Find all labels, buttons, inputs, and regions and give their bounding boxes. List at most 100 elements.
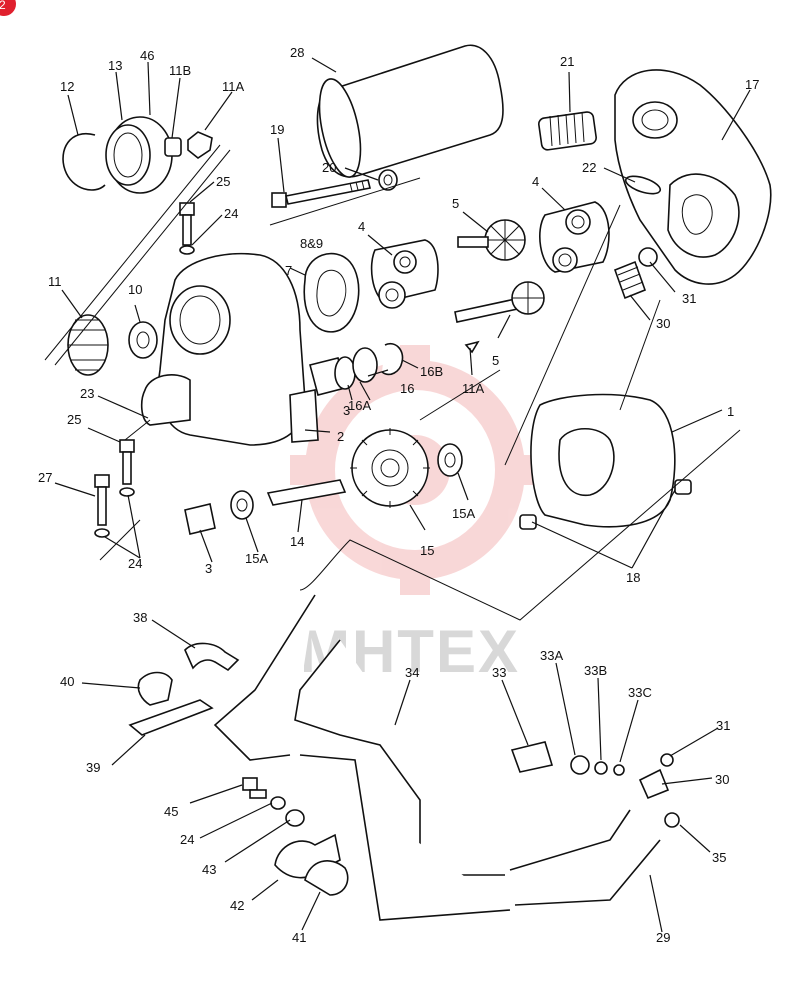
pin-18b: [519, 514, 537, 530]
key-11a-small: [464, 340, 480, 354]
label-11: 11: [48, 274, 62, 289]
fitting-33: [510, 741, 625, 776]
label-42: 42: [230, 898, 244, 913]
label-15: 15: [420, 543, 434, 558]
corner-badge: [0, 0, 16, 16]
label-30-top: 30: [656, 316, 670, 331]
axis-line-left: [44, 144, 231, 366]
idler-gear-15: [350, 428, 430, 508]
oil-tubes: [213, 594, 661, 921]
pin-18a: [674, 479, 692, 495]
label-38: 38: [133, 610, 147, 625]
clamp-38: [184, 642, 240, 672]
washer-15a-left: [230, 490, 254, 520]
washer-20: [378, 169, 398, 191]
shaft-14: [266, 479, 347, 506]
drive-gear-11: [67, 314, 109, 376]
bushing-3-lower: [184, 503, 216, 535]
label-10: 10: [128, 282, 142, 297]
bushing-block-4a: [370, 239, 439, 309]
label-11a: 11A: [222, 79, 244, 94]
pump-gear-5a: [457, 219, 526, 261]
label-35: 35: [712, 850, 726, 865]
axis-line-bolts: [99, 419, 151, 561]
label-40: 40: [60, 674, 74, 689]
gasket-7: [303, 252, 360, 333]
label-27: 27: [38, 470, 52, 485]
bolt-27: [94, 474, 110, 488]
bushing-block-4b: [539, 201, 610, 273]
label-21: 21: [560, 54, 574, 69]
axis-lines-center: [269, 177, 661, 466]
label-4-right: 4: [532, 174, 539, 189]
label-29: 29: [656, 930, 670, 945]
label-33: 33: [492, 665, 506, 680]
label-22: 22: [582, 160, 596, 175]
label-5-lower: 5: [492, 353, 499, 368]
label-16: 16: [400, 381, 414, 396]
label-5-top: 5: [452, 196, 459, 211]
label-30-lower: 30: [715, 772, 729, 787]
label-45: 45: [164, 804, 178, 819]
fitting-30-lower: [638, 753, 680, 828]
label-33b: 33B: [584, 663, 607, 678]
threaded-nipple: [538, 111, 597, 151]
label-14: 14: [290, 534, 304, 549]
label-20: 20: [322, 160, 336, 175]
label-12: 12: [60, 79, 74, 94]
label-31-lower: 31: [716, 718, 730, 733]
label-15a-right: 15A: [452, 506, 475, 521]
pump-front-body: [140, 252, 319, 446]
fitting-30-top: [613, 247, 658, 300]
label-1: 1: [727, 404, 734, 419]
bearing-10: [128, 321, 158, 359]
clamp-40: [137, 671, 173, 706]
bolt-25-lower: [119, 439, 135, 453]
label-39: 39: [86, 760, 100, 775]
seal-16-group: [309, 343, 404, 396]
nut-11b: [164, 137, 182, 157]
label-16a: 16A: [348, 398, 371, 413]
label-46: 46: [140, 48, 154, 63]
bracket-39: [128, 699, 214, 736]
label-34: 34: [405, 665, 419, 680]
lockwasher-24c: [94, 528, 110, 538]
label-11a-lower: 11A: [462, 381, 484, 396]
filter-canister: [316, 44, 504, 178]
label-3-lower: 3: [205, 561, 212, 576]
washer-15a-right: [437, 443, 463, 477]
seal-and-bearing: [105, 116, 173, 194]
lockwasher-24a: [179, 245, 195, 255]
label-8-9: 8&9: [300, 236, 323, 251]
label-23: 23: [80, 386, 94, 401]
label-3-upper: 3: [343, 403, 350, 418]
label-16b: 16B: [420, 364, 443, 379]
pump-rear-body: [530, 393, 676, 528]
label-11b: 11B: [169, 63, 191, 78]
label-33a: 33A: [540, 648, 563, 663]
watermark-gear: [290, 345, 540, 595]
label-24-bottom: 24: [180, 832, 194, 847]
snap-ring: [62, 132, 106, 191]
clamp-hardware: [242, 777, 349, 896]
label-31-top: 31: [682, 291, 696, 306]
axis-line-lower: [299, 429, 741, 621]
pump-gear-5b: [454, 281, 545, 323]
label-15a-left: 15A: [245, 551, 268, 566]
label-13: 13: [108, 58, 122, 73]
corner-badge-text: 2: [0, 0, 6, 12]
leader-lines: [54, 57, 751, 933]
long-bolt: [271, 179, 371, 208]
label-7: 7: [285, 263, 292, 278]
label-33c: 33C: [628, 685, 652, 700]
label-24-mid: 24: [128, 556, 142, 571]
label-24-top: 24: [224, 206, 238, 221]
label-19: 19: [270, 122, 284, 137]
oring-22: [624, 175, 662, 195]
label-25-lower: 25: [67, 412, 81, 427]
label-18: 18: [626, 570, 640, 585]
label-43: 43: [202, 862, 216, 877]
label-25-top: 25: [216, 174, 230, 189]
